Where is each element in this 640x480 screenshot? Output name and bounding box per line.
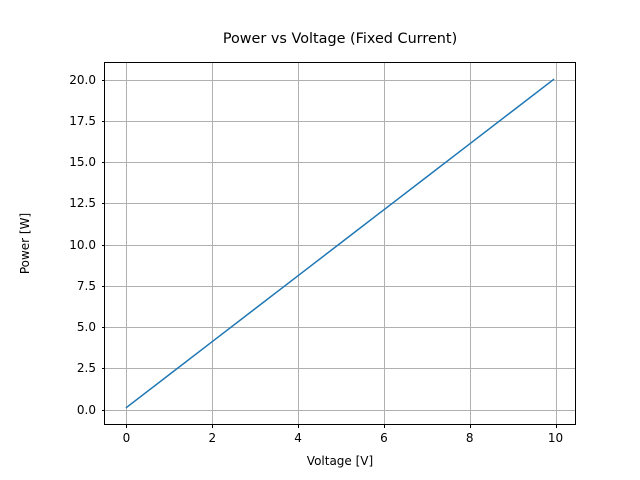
y-tick-label: 17.5 (69, 113, 96, 128)
gridline-vertical (555, 63, 557, 424)
x-tick-label: 6 (380, 431, 388, 445)
gridline-vertical (298, 63, 300, 424)
gridline-horizontal (105, 79, 575, 81)
y-tick-label: 7.5 (76, 278, 96, 293)
y-tick-label: 15.0 (69, 155, 96, 169)
y-tick-mark (101, 285, 105, 287)
series-power (125, 78, 555, 409)
y-tick-mark (101, 327, 105, 328)
gridline-vertical (126, 63, 128, 424)
gridline-vertical (469, 63, 471, 424)
x-tick-label: 8 (465, 431, 474, 445)
y-tick-label: 20.0 (69, 72, 96, 87)
y-axis-label: Power [W] (18, 212, 32, 275)
y-tick-mark (101, 368, 105, 370)
y-tick-mark (101, 203, 105, 205)
gridline-horizontal (105, 162, 575, 163)
x-tick-mark (298, 424, 300, 428)
x-tick-mark (126, 424, 128, 428)
x-tick-label: 4 (294, 431, 302, 445)
gridline-horizontal (105, 285, 575, 287)
y-tick-label: 10.0 (69, 237, 96, 252)
power-voltage-line (125, 78, 555, 409)
gridline-horizontal (105, 409, 575, 411)
gridline-vertical (383, 63, 385, 424)
gridline-horizontal (105, 368, 575, 370)
y-tick-label: 2.5 (76, 361, 96, 376)
x-tick-mark (555, 424, 557, 428)
plot-axes: 0 2 4 6 8 10 0.0 2.5 5.0 7.5 10.0 12.5 15.0 17.5 20.0 (69, 62, 576, 444)
chart-title: Power vs Voltage (Fixed Current) (222, 31, 458, 47)
x-tick-mark (383, 424, 385, 428)
gridline-horizontal (105, 244, 575, 246)
y-tick-mark (101, 244, 105, 246)
x-tick-label: 2 (208, 431, 217, 445)
y-tick-label: 5.0 (76, 320, 96, 334)
x-tick-label: 0 (122, 431, 131, 445)
y-tick-mark (101, 409, 105, 411)
gridline-horizontal (105, 120, 575, 122)
x-axis-label: Voltage [V] (306, 454, 374, 468)
y-tick-label: 12.5 (69, 196, 96, 211)
gridline-horizontal (105, 327, 575, 328)
x-tick-mark (469, 424, 471, 428)
y-tick-mark (101, 79, 105, 81)
y-tick-mark (101, 120, 105, 122)
x-tick-mark (212, 424, 214, 428)
plot-surface (105, 63, 575, 424)
y-tick-label: 0.0 (76, 402, 96, 417)
gridline-vertical (212, 63, 214, 424)
x-tick-label: 10 (547, 431, 564, 445)
gridline-horizontal (105, 203, 575, 205)
y-tick-mark (101, 162, 105, 163)
